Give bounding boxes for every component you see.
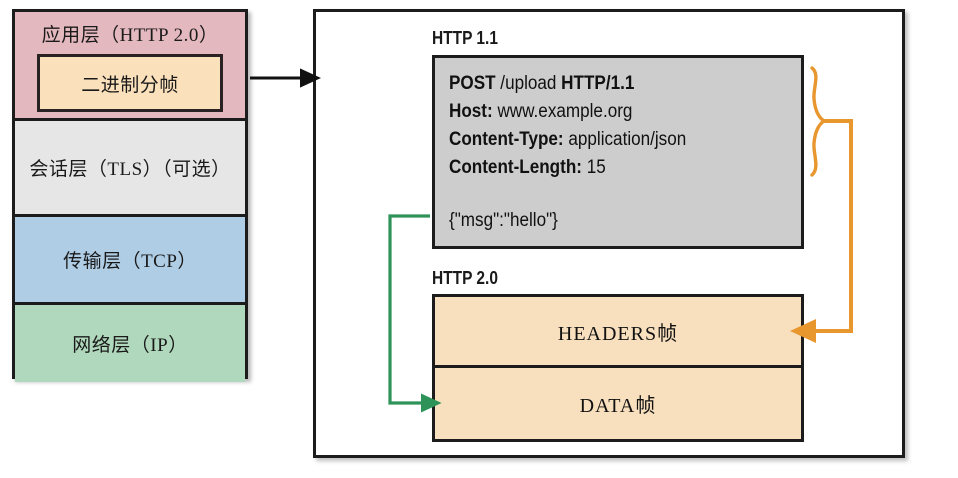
http11-message-box: POST /upload HTTP/1.1 Host: www.example.…: [432, 55, 804, 249]
http11-header-host-name: Host:: [449, 101, 493, 122]
http11-header-content-length-value: 15: [581, 157, 606, 178]
http11-request-line: POST /upload HTTP/1.1: [449, 70, 766, 98]
http11-header-content-type: Content-Type: application/json: [449, 126, 766, 154]
layer-session: 会话层（TLS）（可选）: [15, 121, 245, 217]
http11-body-line: {"msg":"hello"}: [449, 210, 558, 231]
headers-frame: HEADERS帧: [435, 297, 801, 368]
http11-header-content-length-name: Content-Length:: [449, 157, 582, 178]
layer-transport: 传输层（TCP）: [15, 217, 245, 305]
http11-section-label: HTTP 1.1: [432, 28, 498, 48]
layer-application-label: 应用层（HTTP 2.0）: [41, 25, 219, 46]
http11-header-host: Host: www.example.org: [449, 98, 766, 126]
data-frame: DATA帧: [579, 395, 657, 417]
http20-section-label: HTTP 2.0: [432, 268, 498, 288]
http11-path: /upload: [495, 73, 562, 94]
binary-framing-box: 二进制分帧: [37, 54, 223, 112]
layer-network: 网络层（IP）: [15, 305, 245, 382]
http11-header-host-value: www.example.org: [492, 101, 633, 122]
protocol-stack: 应用层（HTTP 2.0） 二进制分帧 会话层（TLS）（可选） 传输层（TCP…: [12, 9, 248, 382]
http20-frame-stack: HEADERS帧 DATA帧: [432, 294, 804, 442]
http11-method: POST: [449, 73, 496, 94]
http11-version: HTTP/1.1: [561, 73, 635, 94]
http11-header-content-type-value: application/json: [563, 129, 687, 150]
http11-header-content-length: Content-Length: 15: [449, 154, 766, 182]
http11-header-content-type-name: Content-Type:: [449, 129, 564, 150]
layer-application: 应用层（HTTP 2.0） 二进制分帧: [15, 12, 245, 121]
